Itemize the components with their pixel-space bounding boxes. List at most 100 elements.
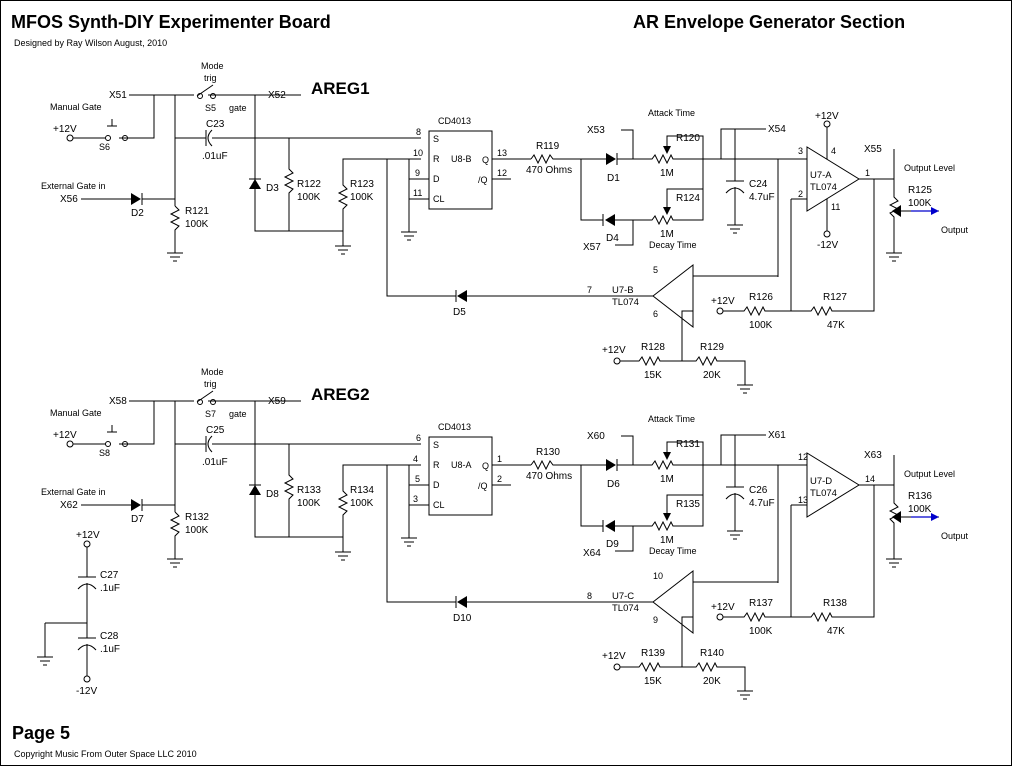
- pulldown-r-value: 100K: [350, 192, 374, 203]
- x-out-label: X55: [864, 144, 882, 155]
- series-res-value: 470 Ohms: [526, 165, 572, 176]
- decay-diode-ref: D4: [606, 233, 619, 244]
- div-res1-value: 15K: [644, 676, 662, 687]
- div-res1-ref: R139: [641, 648, 665, 659]
- schematic-label: 13: [497, 148, 507, 158]
- x-output-label: X59: [268, 396, 286, 407]
- page-number: Page 5: [12, 723, 70, 743]
- hyst-res2-value: 47K: [827, 320, 845, 331]
- ext-diode-ref: D2: [131, 208, 144, 219]
- flipflop-ref: U8-B: [451, 154, 472, 164]
- schematic-label: 2: [497, 474, 502, 484]
- flipflop-body: [428, 436, 493, 516]
- decoupling-caps: +12V -12V C27 .1uF C28 .1uF: [37, 530, 120, 697]
- feedback-diode-ref: D10: [453, 613, 472, 624]
- attack-pot-ref: R120: [676, 133, 700, 144]
- schematic-label: 5: [653, 265, 658, 275]
- x-ext-label: X62: [60, 500, 78, 511]
- mode-switch-lever: [196, 84, 214, 97]
- pulldown-s-value: 100K: [297, 498, 321, 509]
- envelope-section-2: AREG2 X58 Mode trig S7 gate X59 Manual G…: [41, 367, 969, 700]
- x-env-label: X54: [768, 124, 786, 135]
- schematic-label: +12V: [711, 296, 735, 307]
- c28-ref: C28: [100, 631, 119, 642]
- section-title: AR Envelope Generator Section: [633, 12, 905, 32]
- series-res-value: 470 Ohms: [526, 471, 572, 482]
- mode-switch-lever: [196, 390, 214, 403]
- trig-label: trig: [204, 379, 217, 389]
- output-label: Output: [941, 225, 969, 235]
- x-out-label: X63: [864, 450, 882, 461]
- schematic-label: 6: [416, 433, 421, 443]
- div-res1-value: 15K: [644, 370, 662, 381]
- trig-label: trig: [204, 73, 217, 83]
- schematic-label: 1: [865, 168, 870, 178]
- div-res2-ref: R129: [700, 342, 724, 353]
- pulldown-r-ref: R134: [350, 485, 374, 496]
- x-input-label: X51: [109, 90, 127, 101]
- schematic-label: 9: [653, 615, 658, 625]
- manual-gate-label: Manual Gate: [50, 102, 102, 112]
- gate-label: gate: [229, 103, 247, 113]
- x-decay-label: X57: [583, 242, 601, 253]
- schematic-label: /Q: [478, 175, 488, 185]
- trigger-cap-ref: C23: [206, 119, 225, 130]
- ext-res-value: 100K: [185, 525, 209, 536]
- comparator-opamp-ref: U7-C: [612, 591, 634, 602]
- section-name: AREG1: [311, 79, 370, 98]
- plus12v-label: +12V: [76, 530, 100, 541]
- schematic-label: 11: [413, 188, 422, 198]
- buffer-opamp-ref: U7-D: [810, 476, 832, 487]
- x-attack-label: X60: [587, 431, 605, 442]
- buffer-opamp-ref: U7-A: [810, 170, 832, 181]
- schematic-label: 5: [415, 474, 420, 484]
- output-level-label: Output Level: [904, 469, 955, 479]
- schematic-label: -12V: [817, 240, 838, 251]
- pulldown-s-value: 100K: [297, 192, 321, 203]
- envelope-section-1: AREG1 X51 Mode trig S5 gate X52 Manual G…: [41, 61, 969, 394]
- ext-res-ref: R121: [185, 206, 209, 217]
- schematic-label: S: [433, 440, 439, 450]
- designer-credit: Designed by Ray Wilson August, 2010: [14, 38, 167, 48]
- mode-switch-ref: S5: [205, 103, 216, 113]
- minus12v-label: -12V: [76, 686, 97, 697]
- schematic-label: 10: [413, 148, 423, 158]
- schematic-label: +12V: [711, 602, 735, 613]
- mode-switch-ref: S7: [205, 409, 216, 419]
- x-output-label: X52: [268, 90, 286, 101]
- schematic-label: +12V: [602, 651, 626, 662]
- c27-value: .1uF: [100, 583, 120, 594]
- ground-icon: [37, 656, 53, 666]
- schematic-label: TL074: [612, 603, 639, 614]
- c27-ref: C27: [100, 570, 119, 581]
- schematic-label: CL: [433, 194, 445, 204]
- gate-label: gate: [229, 409, 247, 419]
- schematic-label: 14: [865, 474, 875, 484]
- schematic-label: 2: [798, 189, 803, 199]
- ff-ic-type: CD4013: [438, 116, 471, 126]
- ext-diode-ref: D7: [131, 514, 144, 525]
- schematic-label: +12V: [815, 111, 839, 122]
- schematic-label: 8: [416, 127, 421, 137]
- schematic-label: D: [433, 480, 440, 490]
- schematic-label: 7: [587, 285, 592, 295]
- out-pot-ref: R125: [908, 185, 932, 196]
- decay-diode-ref: D9: [606, 539, 619, 550]
- schematic-label: 9: [415, 168, 420, 178]
- attack-pot-ref: R131: [676, 439, 700, 450]
- attack-diode-ref: D1: [607, 173, 620, 184]
- schematic-label: R: [433, 460, 440, 470]
- decay-pot-value: 1M: [660, 229, 674, 240]
- ff-ic-type: CD4013: [438, 422, 471, 432]
- mode-label: Mode: [201, 61, 224, 71]
- clamp-diode-ref: D3: [266, 183, 279, 194]
- schematic-label: Q: [482, 461, 489, 471]
- schematic-label: Q: [482, 155, 489, 165]
- pulldown-s-ref: R133: [297, 485, 321, 496]
- comparator-opamp-ref: U7-B: [612, 285, 634, 296]
- attack-pot-value: 1M: [660, 474, 674, 485]
- comparator-opamp-body: [652, 263, 694, 329]
- external-gate-label: External Gate in: [41, 487, 106, 497]
- output-level-label: Output Level: [904, 163, 955, 173]
